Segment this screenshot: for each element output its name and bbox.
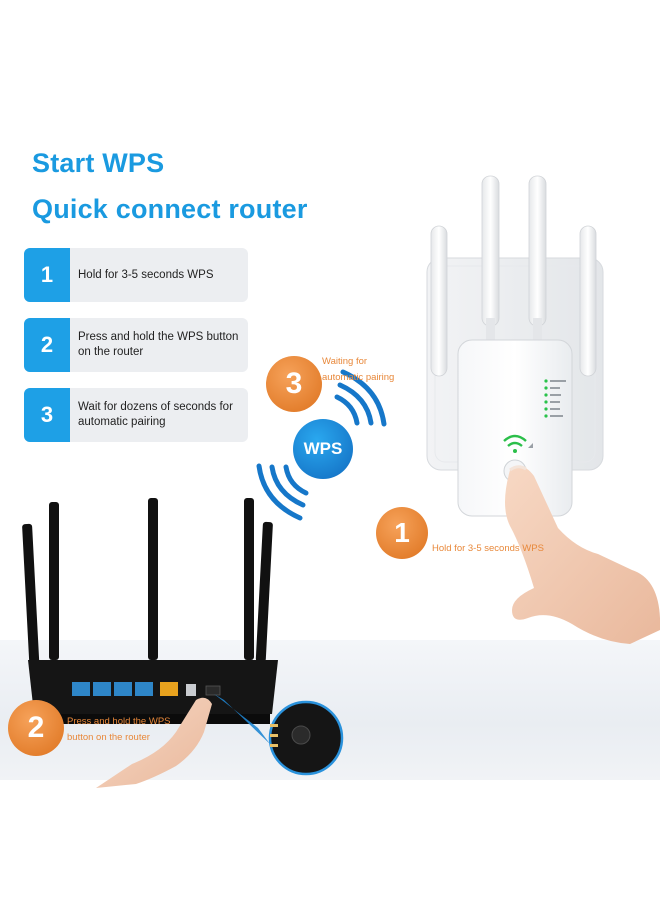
wan-port <box>160 682 178 696</box>
callout-waiting-pairing: Waiting for automatic pairing <box>322 356 394 384</box>
callout-press-router-wps: Press and hold the WPS button on the rou… <box>67 716 171 744</box>
badge-step-2 <box>8 700 64 756</box>
callout-1-line1: Hold for 3-5 seconds WPS <box>432 543 544 554</box>
callout-3-line1: Waiting for <box>322 356 368 367</box>
step-card-1: 1 Hold for 3-5 seconds WPS <box>24 248 248 302</box>
badge-number-3: 3 <box>285 367 303 400</box>
step-text-2: Press and hold the WPS button on the rou… <box>78 331 239 358</box>
hand-pressing-extender <box>505 465 660 644</box>
step-card-3: 3 Wait for dozens of seconds for automat… <box>24 388 248 442</box>
badge-step-1 <box>376 507 428 559</box>
step-text-1: Hold for 3-5 seconds WPS <box>78 268 214 281</box>
title-start-wps: Start WPS <box>32 148 165 178</box>
step-text-3: Wait for dozens of seconds for automatic… <box>78 401 233 428</box>
wifi-signal-icon <box>503 434 533 453</box>
step-number-2: 2 <box>24 318 70 372</box>
callout-2-line2: button on the router <box>67 732 150 743</box>
extender-antennas <box>430 175 597 377</box>
callout-hold-wps: Hold for 3-5 seconds WPS <box>432 543 544 555</box>
wifi-router <box>22 498 278 724</box>
badge-number-1: 1 <box>394 517 410 548</box>
badge-step-3 <box>266 356 322 412</box>
wps-zoom-inset <box>214 694 344 776</box>
title-quick-connect: Quick connect router <box>32 194 308 224</box>
callout-2-line1: Press and hold the WPS <box>67 716 171 727</box>
wps-badge-label: WPS <box>303 439 343 458</box>
usb-port <box>186 684 196 696</box>
step-number-3: 3 <box>24 388 70 442</box>
status-leds <box>544 379 566 418</box>
lan-ports <box>72 682 153 696</box>
step-card-2: 2 Press and hold the WPS button on the r… <box>24 318 248 372</box>
step-number-1: 1 <box>24 248 70 302</box>
callout-3-line2: automatic pairing <box>322 372 395 383</box>
hand-pressing-router <box>96 697 212 788</box>
router-wps-button <box>205 685 221 696</box>
wps-badge <box>293 419 353 479</box>
wireless-waves <box>256 369 387 521</box>
badge-number-2: 2 <box>27 711 45 744</box>
